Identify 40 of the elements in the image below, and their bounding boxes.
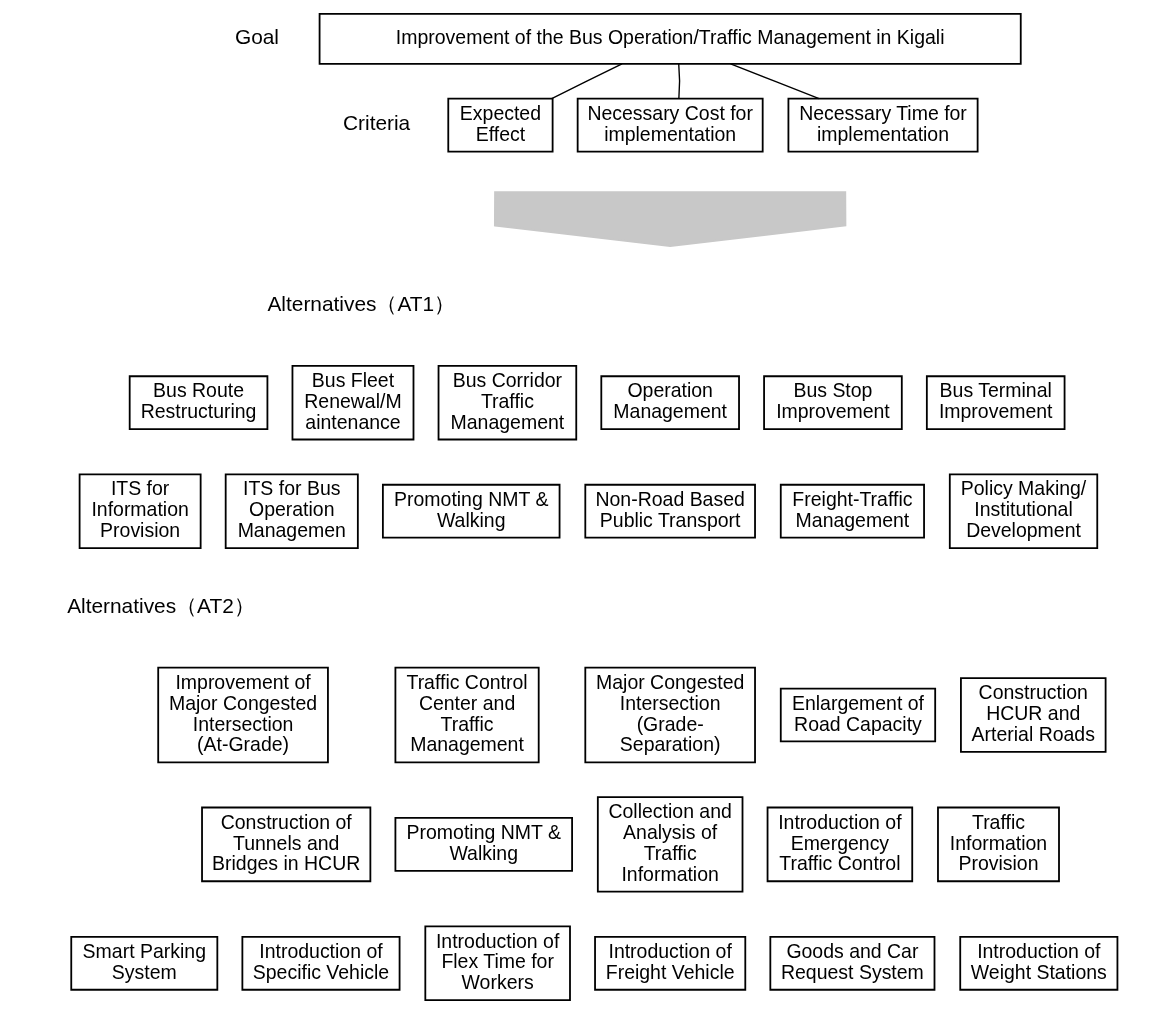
connector bbox=[729, 63, 820, 100]
node-box: Traffic Control Center and Traffic Management bbox=[394, 666, 540, 764]
node-box: Introduction of Specific Vehicle bbox=[240, 935, 400, 991]
node-box: Bus Route Restructuring bbox=[128, 375, 268, 430]
label: Alternatives（AT1） bbox=[266, 291, 455, 315]
node-box: Construction HCUR and Arterial Roads bbox=[959, 677, 1106, 753]
node-box: Promoting NMT & Walking bbox=[394, 817, 573, 872]
node-box: Promoting NMT & Walking bbox=[381, 483, 560, 539]
node-box: Necessary Time for implementation bbox=[787, 97, 979, 153]
node-box: Collection and Analysis of Traffic Information bbox=[596, 796, 743, 893]
node-box: Necessary Cost for implementation bbox=[576, 97, 764, 153]
node-box: Improvement of the Bus Operation/Traffic Management in Kigali bbox=[318, 12, 1022, 65]
node-box: Introduction of Emergency Traffic Control bbox=[766, 806, 913, 883]
node-box: Operation Management bbox=[599, 375, 740, 430]
node-box: Major Congested Intersection (Grade-Separation) bbox=[583, 666, 756, 764]
connector bbox=[677, 63, 680, 100]
node-box: Construction of Tunnels and Bridges in HCUR bbox=[200, 806, 371, 883]
label: Goal bbox=[234, 24, 279, 48]
node-box: Bus Fleet Renewal/M aintenance bbox=[291, 364, 414, 441]
node-box: Non-Road Based Public Transport bbox=[583, 483, 756, 539]
label: Criteria bbox=[342, 110, 410, 134]
node-box: Improvement of Major Congested Intersection (At-Grade) bbox=[156, 666, 329, 764]
node-box: Goods and Car Request System bbox=[768, 935, 935, 991]
node-box: Bus Corridor Traffic Management bbox=[437, 364, 577, 441]
node-box: Policy Making/ Institutional Development bbox=[948, 473, 1098, 549]
node-box: Introduction of Flex Time for Workers bbox=[423, 925, 571, 1002]
node-box: ITS for Information Provision bbox=[78, 473, 202, 549]
label: Alternatives（AT2） bbox=[66, 593, 255, 617]
node-box: Introduction of Weight Stations bbox=[958, 935, 1118, 991]
node-box: Smart Parking System bbox=[69, 935, 218, 991]
node-box: Freight-Traffic Management bbox=[779, 483, 925, 539]
node-box: Bus Terminal Improvement bbox=[925, 375, 1065, 430]
node-box: Traffic Information Provision bbox=[936, 806, 1060, 883]
node-box: Expected Effect bbox=[446, 97, 553, 153]
connector bbox=[550, 63, 623, 100]
node-box: ITS for Bus Operation Managemen bbox=[224, 473, 359, 549]
node-box: Bus Stop Improvement bbox=[762, 375, 903, 430]
node-box: Introduction of Freight Vehicle bbox=[593, 935, 746, 991]
node-arrow bbox=[493, 191, 846, 248]
node-box: Enlargement of Road Capacity bbox=[779, 687, 936, 743]
